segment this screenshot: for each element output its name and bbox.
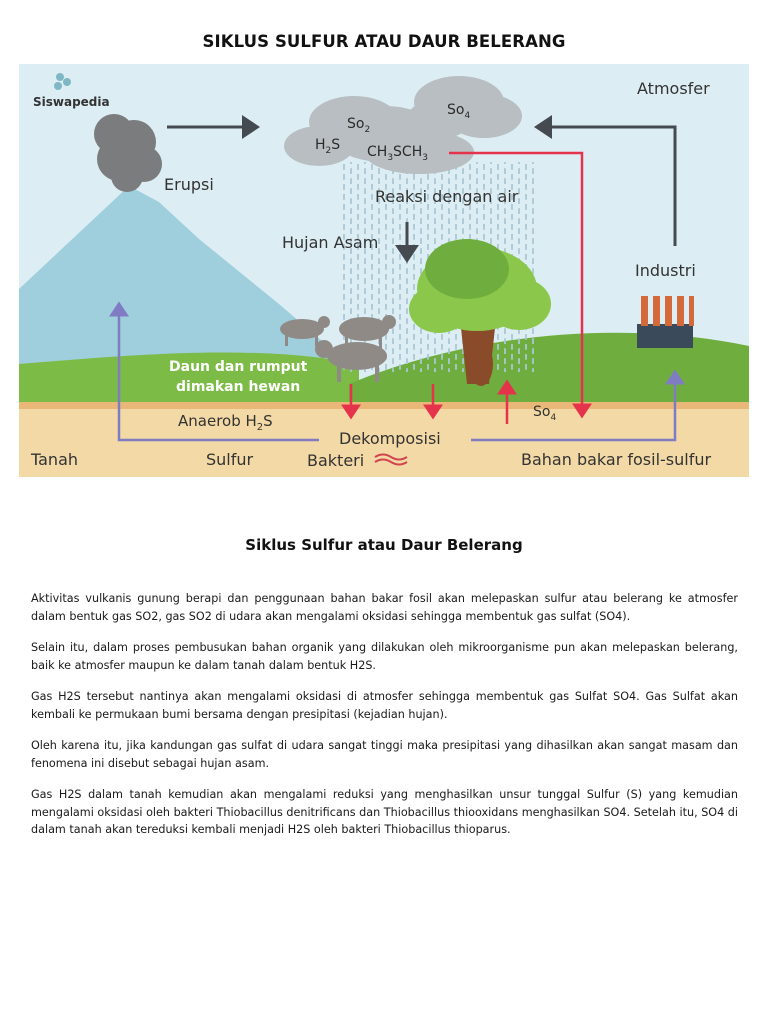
grass-hill-right — [349, 332, 749, 409]
label-daun-2: dimakan hewan — [176, 379, 300, 395]
mountain — [19, 186, 349, 364]
label-dekomposisi: Dekomposisi — [339, 429, 441, 448]
factory — [637, 296, 694, 348]
paragraph: Selain itu, dalam proses pembusukan baha… — [31, 641, 738, 672]
gas-so4: So4 — [447, 102, 470, 121]
tree — [409, 239, 551, 386]
paragraph: Gas H2S tersebut nantinya akan mengalami… — [31, 690, 738, 721]
soil — [19, 409, 749, 477]
sulfur-cycle-diagram: Siswapedia So2 So4 H2S CH3SCH3 Atmosfer … — [19, 64, 749, 477]
gas-h2s: H2S — [315, 137, 340, 156]
label-atmosfer: Atmosfer — [637, 79, 710, 98]
page-title: SIKLUS SULFUR ATAU DAUR BELERANG — [202, 32, 566, 51]
paragraph: Oleh karena itu, jika kandungan gas sulf… — [31, 739, 738, 770]
siswapedia-logo: Siswapedia — [33, 73, 110, 109]
volcano-smoke — [94, 114, 162, 192]
bacteria-icon — [374, 453, 408, 466]
label-bahan-bakar: Bahan bakar fosil-sulfur — [521, 450, 711, 469]
section-title: Siklus Sulfur atau Daur Belerang — [245, 536, 523, 554]
label-tanah: Tanah — [30, 450, 78, 469]
soil-top-edge — [19, 402, 749, 410]
label-daun-1: Daun dan rumput — [169, 359, 308, 375]
fossil-fuel-arrow — [471, 369, 685, 442]
label-anaerob: Anaerob H2S — [178, 412, 273, 433]
grass-hill-left — [19, 352, 359, 409]
gas-clouds — [284, 76, 522, 174]
body-text: Aktivitas vulkanis gunung berapi dan pen… — [31, 590, 738, 853]
paragraph: Gas H2S dalam tanah kemudian akan mengal… — [31, 788, 738, 836]
brand-name: Siswapedia — [33, 95, 110, 109]
so4-return-arrow — [449, 151, 592, 419]
label-hujan-asam: Hujan Asam — [282, 233, 378, 252]
paragraph: Aktivitas vulkanis gunung berapi dan pen… — [31, 592, 738, 623]
label-reaksi: Reaksi dengan air — [375, 187, 519, 206]
label-sulfur: Sulfur — [206, 450, 254, 469]
label-so4-ground: So4 — [533, 404, 556, 423]
grazing-animals — [280, 315, 396, 382]
anaerob-arrow — [109, 301, 319, 442]
industri-arrow — [534, 115, 677, 246]
label-industri: Industri — [635, 261, 696, 280]
gas-so2: So2 — [347, 116, 370, 135]
gas-ch3sch3: CH3SCH3 — [367, 144, 428, 163]
label-erupsi: Erupsi — [164, 175, 214, 194]
label-bakteri: Bakteri — [307, 451, 364, 470]
